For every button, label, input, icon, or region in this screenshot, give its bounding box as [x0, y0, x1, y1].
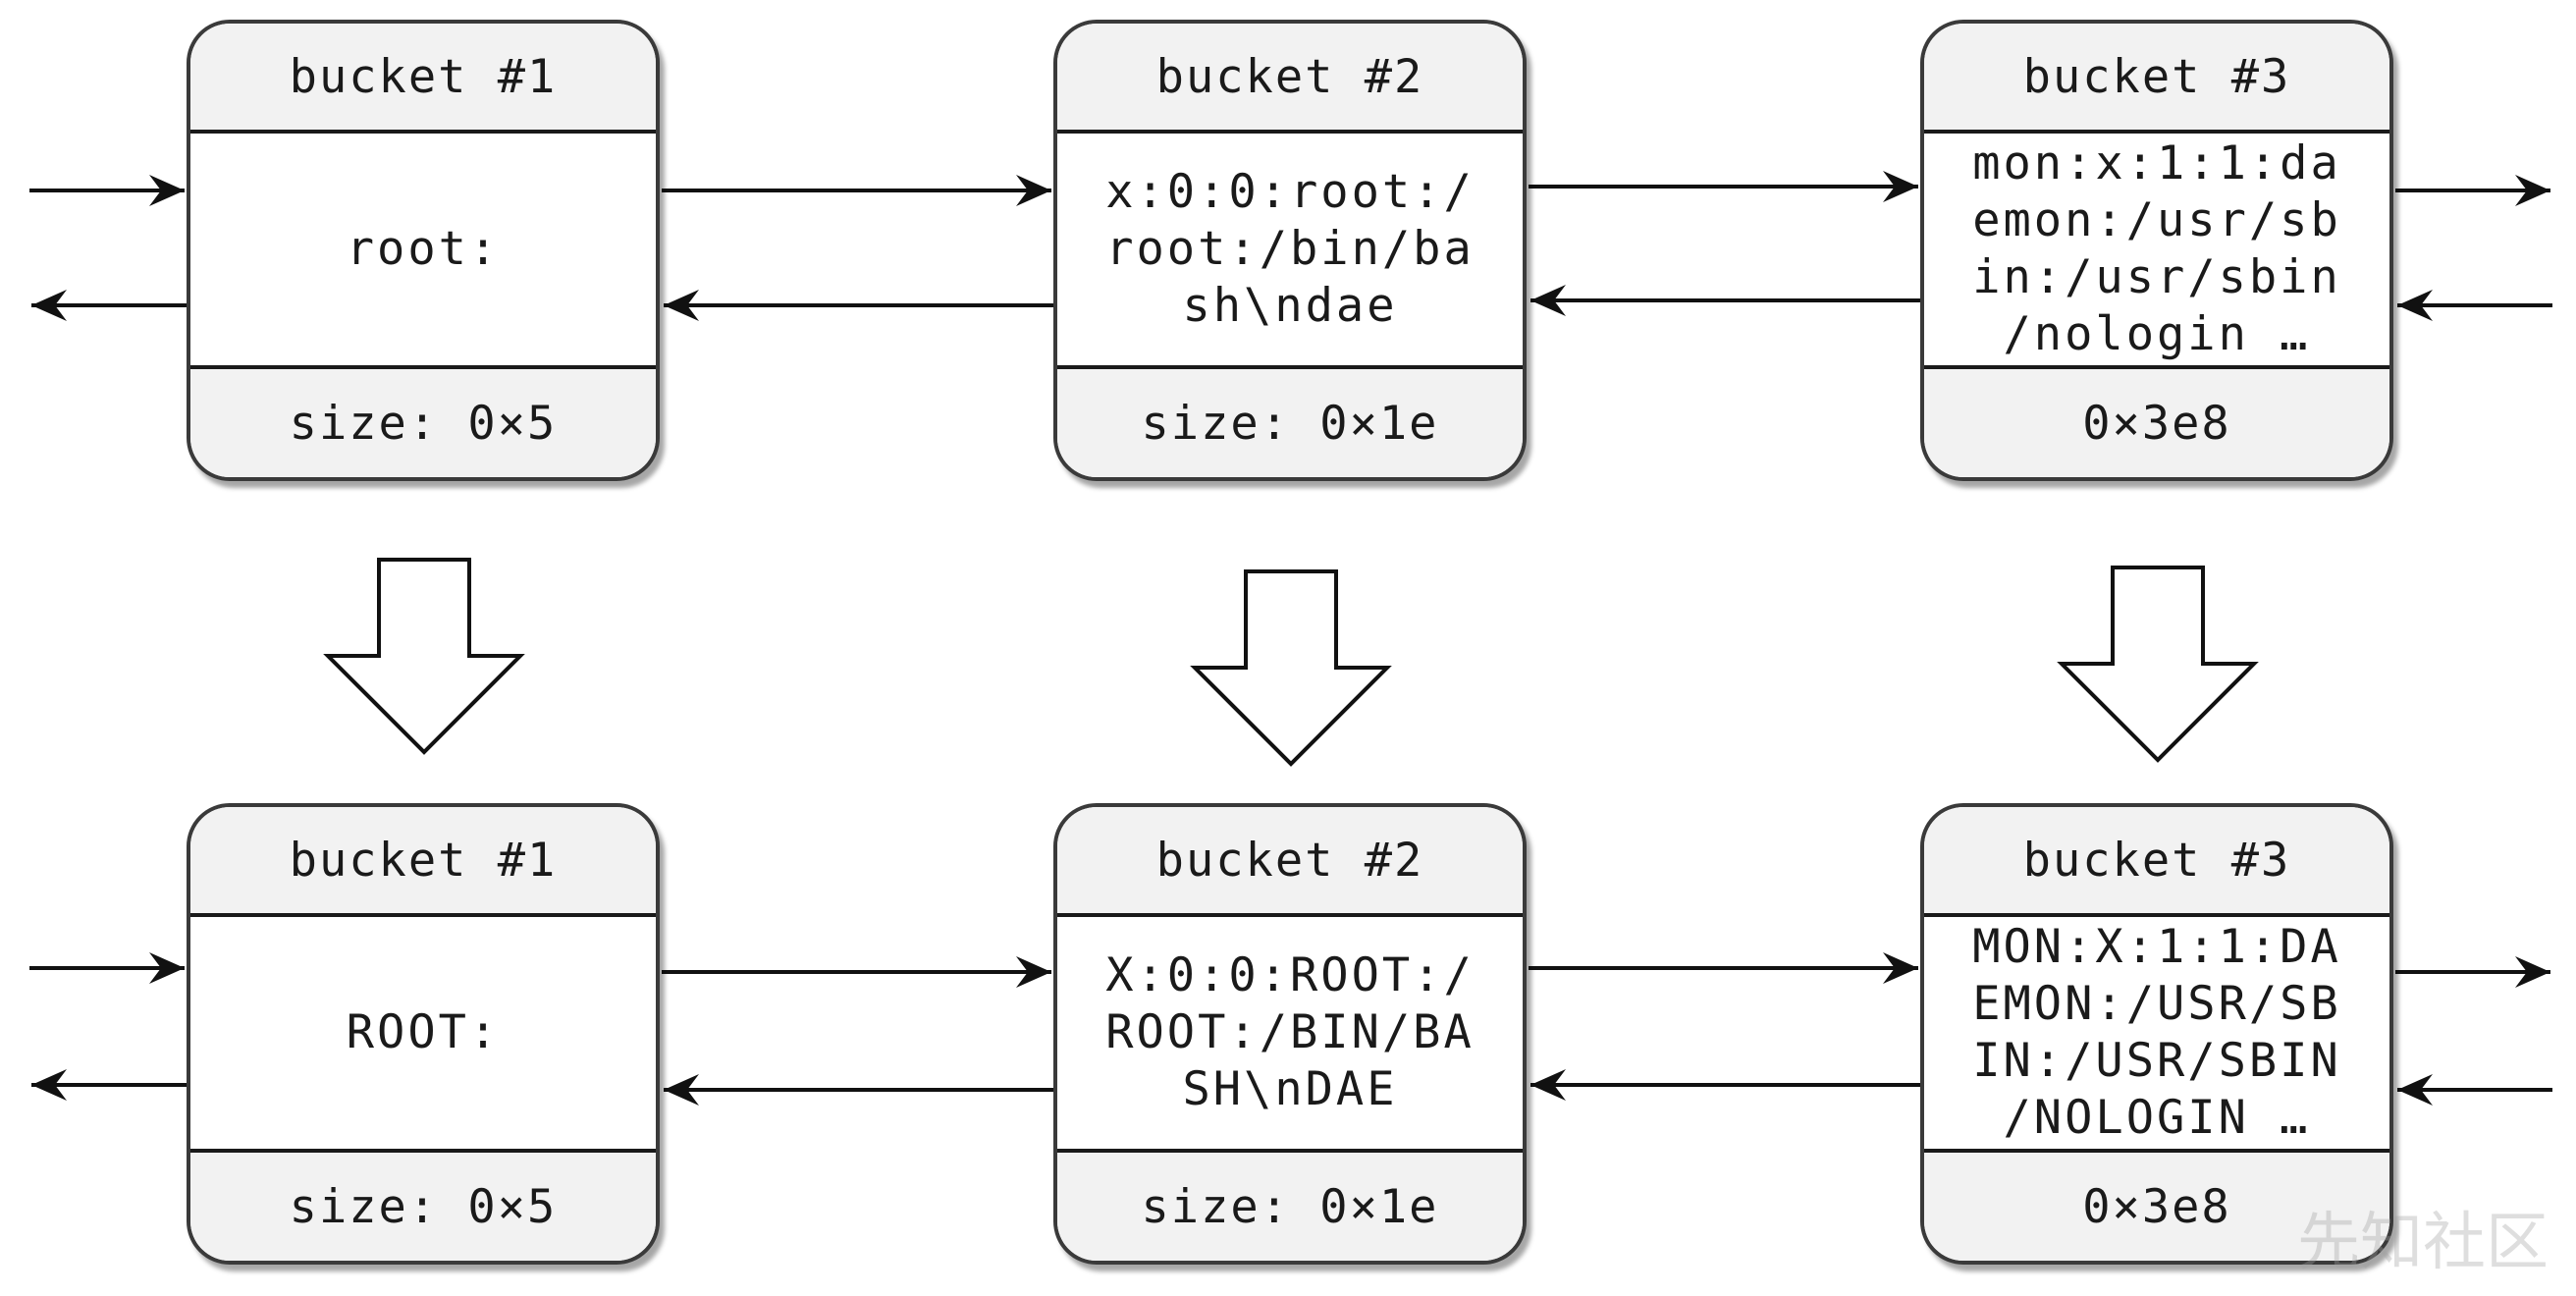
bucket-content-text: x:0:0:root:/ root:/bin/ba sh\ndae — [1105, 165, 1475, 333]
bucket-content: MON:X:1:1:DA EMON:/USR/SB IN:/USR/SBIN /… — [1924, 913, 2389, 1153]
down-arrow-3 — [2057, 566, 2259, 763]
bucket-content: mon:x:1:1:da emon:/usr/sb in:/usr/sbin /… — [1924, 130, 2389, 369]
bucket-2-row1: bucket #2 x:0:0:root:/ root:/bin/ba sh\n… — [1053, 20, 1527, 481]
bucket-size: size: 0×1e — [1057, 369, 1523, 477]
bucket-content-text: mon:x:1:1:da emon:/usr/sb in:/usr/sbin /… — [1972, 136, 2341, 361]
bucket-content: root: — [190, 130, 656, 369]
bucket-1-row2: bucket #1 ROOT: size: 0×5 — [187, 803, 660, 1265]
bucket-size: size: 0×5 — [190, 369, 656, 477]
bucket-content-text: ROOT: — [346, 1005, 501, 1059]
bucket-title: bucket #2 — [1057, 24, 1523, 130]
watermark: 先知社区 — [2297, 1207, 2549, 1279]
bucket-title: bucket #2 — [1057, 807, 1523, 913]
bucket-size: size: 0×5 — [190, 1153, 656, 1261]
bucket-content: X:0:0:ROOT:/ ROOT:/BIN/BA SH\nDAE — [1057, 913, 1523, 1153]
bucket-title: bucket #1 — [190, 24, 656, 130]
bucket-3-row2: bucket #3 MON:X:1:1:DA EMON:/USR/SB IN:/… — [1920, 803, 2393, 1265]
bucket-2-row2: bucket #2 X:0:0:ROOT:/ ROOT:/BIN/BA SH\n… — [1053, 803, 1527, 1265]
bucket-content: ROOT: — [190, 913, 656, 1153]
bucket-size: 0×3e8 — [1924, 1153, 2389, 1261]
down-arrow-2 — [1190, 569, 1392, 767]
bucket-1-row1: bucket #1 root: size: 0×5 — [187, 20, 660, 481]
bucket-title: bucket #3 — [1924, 807, 2389, 913]
down-arrow-1 — [323, 558, 525, 755]
bucket-content: x:0:0:root:/ root:/bin/ba sh\ndae — [1057, 130, 1523, 369]
bucket-3-row1: bucket #3 mon:x:1:1:da emon:/usr/sb in:/… — [1920, 20, 2393, 481]
bucket-size: size: 0×1e — [1057, 1153, 1523, 1261]
bucket-title: bucket #1 — [190, 807, 656, 913]
bucket-content-text: MON:X:1:1:DA EMON:/USR/SB IN:/USR/SBIN /… — [1972, 920, 2341, 1145]
bucket-size: 0×3e8 — [1924, 369, 2389, 477]
bucket-title: bucket #3 — [1924, 24, 2389, 130]
bucket-content-text: root: — [346, 222, 501, 276]
bucket-content-text: X:0:0:ROOT:/ ROOT:/BIN/BA SH\nDAE — [1105, 948, 1475, 1116]
